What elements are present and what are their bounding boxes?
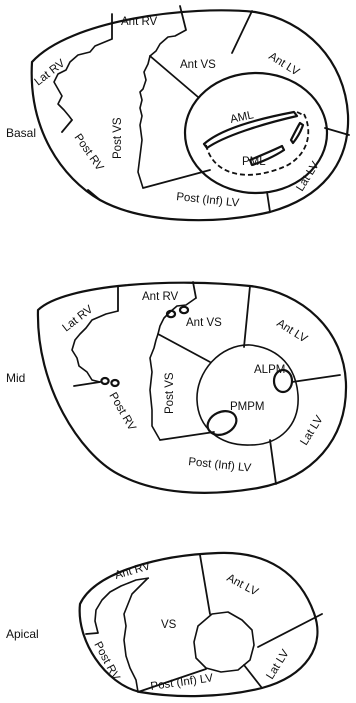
mid-label-ant-rv: Ant RV	[142, 291, 179, 303]
basal-pml-fragment	[289, 121, 305, 145]
mid-label-post-vs: Post VS	[164, 372, 176, 414]
mid-label-post-rv: Post RV	[106, 391, 138, 434]
basal-lv-cavity	[183, 71, 329, 195]
apical-line-4	[137, 668, 207, 693]
basal-section	[30, 5, 350, 222]
mid-label-post-inf-lv: Post (Inf) LV	[188, 456, 252, 475]
basal-line-4	[149, 55, 199, 98]
mid-trabecula-1	[165, 309, 177, 319]
apical-label-vs: VS	[161, 619, 177, 631]
basal-line-5	[61, 119, 73, 133]
mid-line-8	[269, 439, 277, 485]
basal-rv-endocardium	[53, 38, 113, 121]
apical-line-2	[257, 613, 323, 648]
apical-rv-endocardium	[94, 577, 150, 634]
basal-line-8	[266, 191, 271, 213]
mid-trabecula-3	[100, 376, 110, 386]
mid-line-2	[192, 281, 197, 299]
apical-label-post-inf-lv: Post (Inf) LV	[150, 672, 214, 693]
basal-label-ant-rv: Ant RV	[121, 16, 158, 28]
mid-trabecula-2	[178, 305, 190, 315]
mid-line-7	[291, 374, 341, 383]
apical-line-5	[243, 664, 263, 689]
basal-septum-rv-border	[137, 29, 187, 189]
basal-label-post-rv: Post RV	[72, 132, 106, 174]
mid-lv-cavity	[196, 344, 299, 446]
mid-alpm-muscle	[272, 368, 294, 394]
apical-line-3	[85, 632, 99, 635]
mid-pmpm-muscle	[206, 410, 238, 436]
basal-label-lat-rv: Lat RV	[32, 57, 67, 88]
apical-section	[78, 551, 323, 698]
mid-rv-endocardium	[71, 310, 119, 383]
mid-label-lat-rv: Lat RV	[60, 303, 95, 334]
mid-label-alpm: ALPM	[254, 364, 285, 376]
basal-valve-dashed-arc-top	[296, 111, 306, 117]
mid-line-5	[73, 381, 101, 387]
basal-line-2	[179, 5, 187, 31]
basal-label-post-vs: Post VS	[112, 117, 124, 159]
mid-line-4	[157, 333, 211, 363]
apical-line-1	[199, 554, 211, 615]
mid-label-lat-lv: Lat LV	[298, 413, 326, 447]
basal-label-ant-vs: Ant VS	[180, 59, 216, 71]
basal-valve-dashed-arc	[205, 113, 310, 176]
mid-line-6	[159, 431, 215, 441]
apical-lv-cavity	[193, 611, 255, 673]
mid-septum-rv-border	[149, 297, 197, 441]
mid-level-label: Mid	[6, 371, 25, 385]
basal-level-label: Basal	[6, 126, 36, 140]
basal-aml-leaflet	[202, 110, 299, 150]
basal-line-7	[324, 127, 350, 136]
mid-outer-border	[36, 281, 348, 494]
basal-line-9	[87, 189, 101, 201]
mid-label-pmpm: PMPM	[230, 401, 265, 413]
apical-septum-rv-border	[123, 577, 149, 693]
apical-label-post-rv: Post RV	[91, 640, 121, 683]
basal-line-6	[142, 169, 211, 189]
basal-label-pml: PML	[242, 156, 266, 168]
mid-section	[36, 281, 348, 494]
mid-label-ant-vs: Ant VS	[186, 317, 222, 329]
basal-pml-leaflet	[248, 144, 286, 167]
mid-label-ant-lv: Ant LV	[274, 317, 309, 345]
basal-line-3	[231, 10, 253, 54]
apical-label-ant-lv: Ant LV	[225, 572, 261, 599]
mid-line-3	[243, 285, 251, 348]
basal-outer-border	[30, 9, 350, 222]
basal-label-aml: AML	[229, 109, 255, 126]
basal-label-post-inf-lv: Post (Inf) LV	[176, 191, 240, 210]
apical-level-label: Apical	[6, 627, 39, 641]
apical-outer-border	[78, 551, 319, 698]
mid-trabecula-4	[110, 378, 120, 388]
